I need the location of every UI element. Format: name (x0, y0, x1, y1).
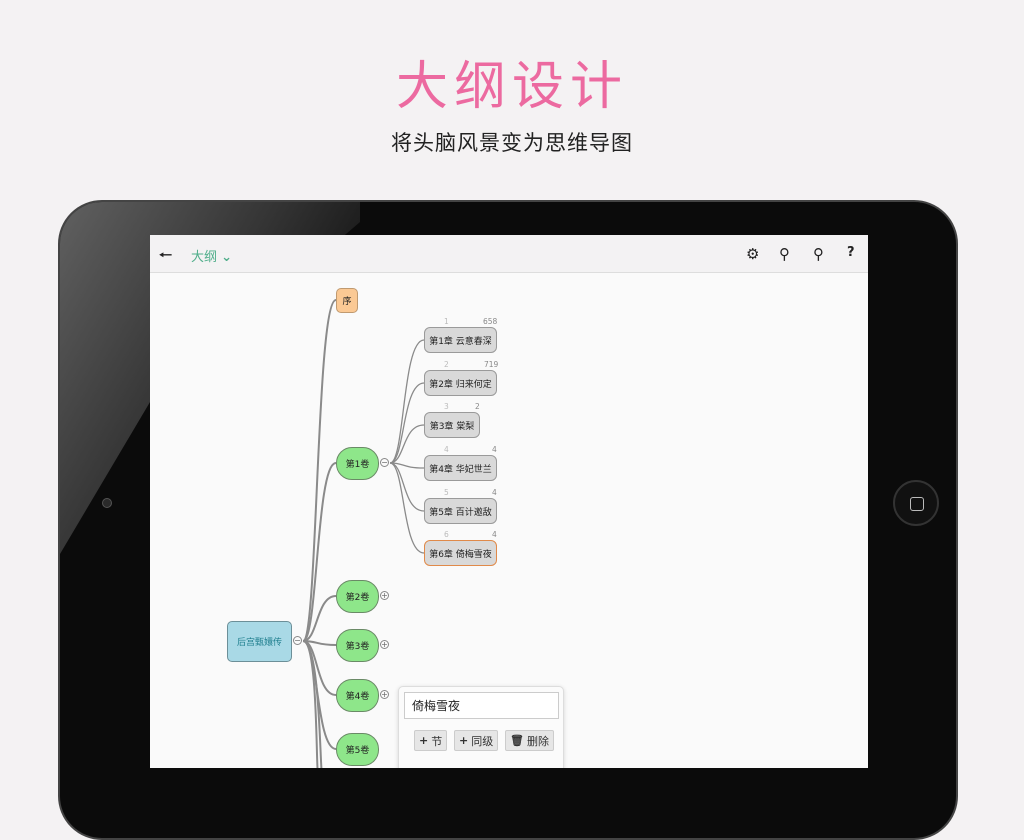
help-icon[interactable]: ? (847, 245, 855, 260)
node-title-input[interactable] (404, 692, 559, 719)
chapter-index: 5 (444, 488, 449, 497)
node-volume-4[interactable]: 第4卷 (336, 679, 379, 712)
node-volume-5[interactable]: 第5卷 (336, 733, 379, 766)
chapter-index: 3 (444, 402, 449, 411)
add-sibling-label: 同级 (471, 734, 494, 748)
connector-ch4 (389, 462, 425, 469)
toolbar: 🠐 大纲 ⌄ ⚙ ⚲ ⚲ ? (150, 235, 868, 273)
node-root[interactable]: 后宫甄嬛传 (227, 621, 292, 662)
connector-ch3 (389, 424, 425, 464)
gear-icon[interactable]: ⚙ (746, 245, 760, 263)
node-chapter-4[interactable]: 第4章 华妃世兰 (424, 455, 497, 481)
chapter-word-count: 4 (492, 530, 497, 539)
chapter-index: 4 (444, 445, 449, 454)
chapter-index: 2 (444, 360, 449, 369)
plus-icon: + (459, 734, 469, 747)
chapter-word-count: 4 (492, 488, 497, 497)
connector-vol2 (302, 595, 337, 642)
outline-dropdown[interactable]: 大纲 ⌄ (191, 246, 232, 265)
chapter-word-count: 2 (475, 402, 480, 411)
connector-ch5 (389, 462, 425, 512)
chapter-index: 6 (444, 530, 449, 539)
mindmap-connectors (302, 299, 425, 768)
add-child-button[interactable]: +节 (414, 730, 448, 751)
node-edit-popup: +节 +同级 🗑删除 (398, 686, 564, 768)
chapter-word-count: 719 (484, 360, 499, 369)
expand-volume-2-icon[interactable]: + (380, 591, 389, 600)
node-chapter-2[interactable]: 第2章 归来何定 (424, 370, 497, 396)
connector-preface (302, 299, 337, 642)
add-sibling-button[interactable]: +同级 (454, 730, 499, 751)
node-chapter-6-selected[interactable]: 第6章 倚梅雪夜 (424, 540, 497, 566)
zoom-out-icon[interactable]: ⚲ (779, 245, 790, 263)
connector-ch1 (389, 339, 425, 464)
collapse-root-icon[interactable]: − (293, 636, 302, 645)
zoom-in-icon[interactable]: ⚲ (813, 245, 824, 263)
home-button[interactable] (893, 480, 939, 526)
promo-subtitle: 将头脑风景变为思维导图 (391, 131, 633, 155)
expand-volume-4-icon[interactable]: + (380, 690, 389, 699)
collapse-volume-1-icon[interactable]: − (380, 458, 389, 467)
arrow-left-icon[interactable]: 🠐 (159, 246, 173, 264)
delete-button[interactable]: 🗑删除 (505, 730, 554, 751)
add-child-label: 节 (431, 734, 443, 748)
plus-icon: + (419, 734, 429, 747)
chevron-down-icon: ⌄ (221, 250, 233, 265)
outline-label: 大纲 (191, 250, 218, 265)
connector-ch6 (389, 462, 425, 554)
node-volume-2[interactable]: 第2卷 (336, 580, 379, 613)
chapter-index: 1 (444, 317, 449, 326)
node-chapter-3[interactable]: 第3章 棠梨 (424, 412, 480, 438)
promo-title: 大纲设计 (395, 57, 628, 117)
chapter-word-count: 658 (483, 317, 498, 326)
app-screen: 🠐 大纲 ⌄ ⚙ ⚲ ⚲ ? 序 后宫甄嬛传 − 第1卷 − 第2卷 + 第3卷… (150, 235, 868, 768)
delete-label: 删除 (526, 734, 549, 748)
connector-ch2 (389, 382, 425, 464)
connector-vol1 (302, 462, 337, 642)
chapter-word-count: 4 (492, 445, 497, 454)
node-chapter-1[interactable]: 第1章 云意春深 (424, 327, 497, 353)
camera-icon (102, 498, 112, 508)
home-square-icon (910, 497, 924, 511)
node-volume-3[interactable]: 第3卷 (336, 629, 379, 662)
node-chapter-5[interactable]: 第5章 百计邀敌 (424, 498, 497, 524)
trash-icon: 🗑 (510, 734, 524, 747)
node-volume-1[interactable]: 第1卷 (336, 447, 379, 480)
expand-volume-3-icon[interactable]: + (380, 640, 389, 649)
node-preface[interactable]: 序 (336, 288, 358, 313)
